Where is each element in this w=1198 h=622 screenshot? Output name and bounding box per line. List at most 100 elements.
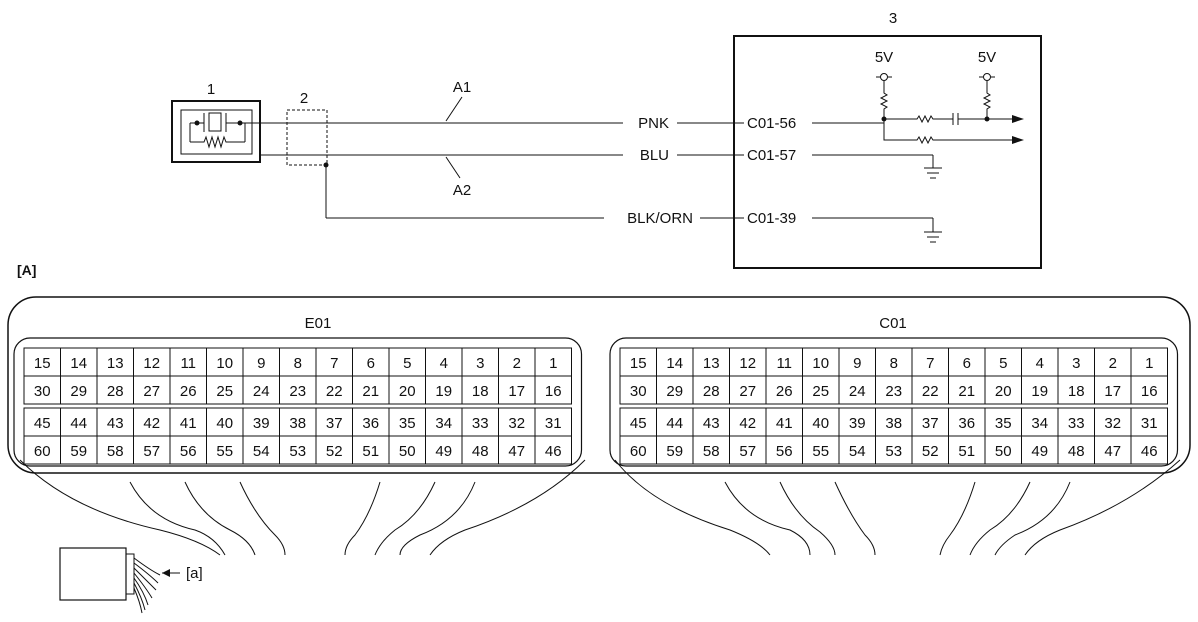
label-a2: A2 [453, 182, 471, 199]
pin-number-c01-35: 35 [995, 415, 1012, 432]
wire-bundle-curves [19, 459, 1181, 556]
pin-number-c01-41: 41 [776, 415, 793, 432]
connector-housing [7, 296, 1191, 474]
pin-number-e01-12: 12 [143, 355, 160, 372]
pin-number-c01-54: 54 [849, 443, 866, 460]
pin-number-e01-11: 11 [180, 355, 196, 372]
pin-number-e01-17: 17 [508, 383, 525, 400]
pin-number-c01-28: 28 [703, 383, 720, 400]
pin-number-e01-9: 9 [257, 355, 265, 372]
pin-cell [1130, 435, 1168, 465]
pin-number-c01-18: 18 [1068, 383, 1085, 400]
label-component-3: 3 [889, 10, 897, 27]
pin-number-e01-54: 54 [253, 443, 270, 460]
pin-number-c01-36: 36 [958, 415, 975, 432]
supply-5v-right: 5V [978, 49, 996, 66]
pin-number-e01-34: 34 [435, 415, 452, 432]
wire-color-blu: BLU [640, 147, 669, 164]
pin-number-c01-59: 59 [666, 443, 683, 460]
pin-number-c01-26: 26 [776, 383, 793, 400]
pin-number-c01-1: 1 [1145, 355, 1153, 372]
pin-number-e01-40: 40 [216, 415, 233, 432]
pin-number-e01-20: 20 [399, 383, 416, 400]
pin-number-e01-51: 51 [362, 443, 379, 460]
pin-number-e01-38: 38 [289, 415, 306, 432]
pin-number-c01-51: 51 [958, 443, 975, 460]
wire-color-blk-orn: BLK/ORN [627, 210, 693, 227]
pin-number-c01-43: 43 [703, 415, 720, 432]
pin-number-c01-8: 8 [890, 355, 898, 372]
pin-number-e01-55: 55 [216, 443, 233, 460]
pin-number-e01-47: 47 [508, 443, 525, 460]
pin-number-e01-3: 3 [476, 355, 484, 372]
pin-number-e01-31: 31 [545, 415, 562, 432]
pin-number-e01-28: 28 [107, 383, 124, 400]
pin-number-e01-4: 4 [440, 355, 448, 372]
supply-5v-left: 5V [875, 49, 893, 66]
pin-number-c01-60: 60 [630, 443, 647, 460]
pin-number-c01-25: 25 [812, 383, 829, 400]
sensor-component [171, 100, 261, 163]
pin-number-e01-48: 48 [472, 443, 489, 460]
pin-number-e01-19: 19 [435, 383, 452, 400]
pin-number-c01-29: 29 [666, 383, 683, 400]
pin-number-c01-24: 24 [849, 383, 866, 400]
pin-number-c01-15: 15 [630, 355, 647, 372]
pin-number-e01-39: 39 [253, 415, 270, 432]
pin-number-c01-10: 10 [812, 355, 829, 372]
pin-number-e01-6: 6 [367, 355, 375, 372]
pin-number-c01-55: 55 [812, 443, 829, 460]
pin-number-c01-17: 17 [1104, 383, 1121, 400]
pin-number-e01-37: 37 [326, 415, 343, 432]
shield-box [286, 109, 328, 166]
pin-number-e01-36: 36 [362, 415, 379, 432]
pin-number-c01-33: 33 [1068, 415, 1085, 432]
pin-number-c01-50: 50 [995, 443, 1012, 460]
pin-number-c01-27: 27 [739, 383, 756, 400]
pin-number-c01-40: 40 [812, 415, 829, 432]
pin-number-e01-13: 13 [107, 355, 124, 372]
pin-number-e01-50: 50 [399, 443, 416, 460]
pin-number-e01-42: 42 [143, 415, 160, 432]
pin-number-c01-44: 44 [666, 415, 683, 432]
pin-number-c01-42: 42 [739, 415, 756, 432]
pin-number-e01-26: 26 [180, 383, 197, 400]
pin-number-e01-18: 18 [472, 383, 489, 400]
label-a1: A1 [453, 79, 471, 96]
pin-number-c01-49: 49 [1031, 443, 1048, 460]
harness-label: [a] [186, 565, 203, 582]
pin-number-c01-56: 56 [776, 443, 793, 460]
pin-c01-57: C01-57 [747, 147, 796, 164]
pin-number-c01-2: 2 [1109, 355, 1117, 372]
pin-number-e01-45: 45 [34, 415, 51, 432]
pin-number-c01-31: 31 [1141, 415, 1158, 432]
pin-number-e01-25: 25 [216, 383, 233, 400]
ecu-box [733, 35, 1042, 269]
pin-number-e01-22: 22 [326, 383, 343, 400]
pin-number-c01-9: 9 [853, 355, 861, 372]
pin-number-c01-13: 13 [703, 355, 720, 372]
pin-number-e01-24: 24 [253, 383, 270, 400]
pin-number-e01-33: 33 [472, 415, 489, 432]
pin-number-c01-20: 20 [995, 383, 1012, 400]
pin-number-e01-44: 44 [70, 415, 87, 432]
pin-number-c01-58: 58 [703, 443, 720, 460]
pin-number-e01-56: 56 [180, 443, 197, 460]
ecu-internal-circuit [812, 73, 1024, 243]
pin-number-e01-10: 10 [216, 355, 233, 372]
pin-number-e01-32: 32 [508, 415, 525, 432]
pin-number-e01-16: 16 [545, 383, 562, 400]
connector-name-e01: E01 [305, 315, 332, 332]
schematic: 1 2 A1 A2 PNK BLU BLK/ORN 3 C01-56 C01-5… [171, 10, 1042, 269]
pin-number-c01-32: 32 [1104, 415, 1121, 432]
label-component-1: 1 [207, 81, 215, 98]
connector-face-outline [13, 337, 583, 467]
pin-number-e01-49: 49 [435, 443, 452, 460]
pin-number-c01-6: 6 [963, 355, 971, 372]
pin-number-c01-23: 23 [885, 383, 902, 400]
label-component-2: 2 [300, 90, 308, 107]
connector-name-c01: C01 [879, 315, 907, 332]
pin-number-c01-45: 45 [630, 415, 647, 432]
